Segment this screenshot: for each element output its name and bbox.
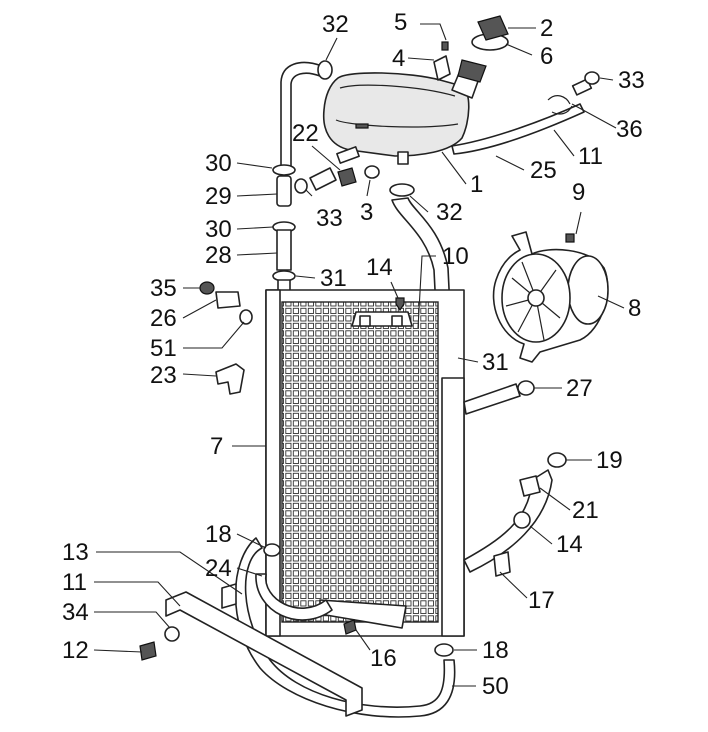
upper-hose — [280, 61, 323, 169]
callout-30-lower: 30 — [205, 216, 232, 243]
callout-32-mid: 32 — [436, 199, 463, 226]
hose-clamp-27 — [517, 380, 535, 396]
callout-33-right: 33 — [618, 67, 645, 94]
plug-35 — [199, 281, 215, 295]
callout-24: 24 — [205, 555, 232, 582]
callout-12: 12 — [62, 637, 89, 664]
hose-clamp-33-right — [584, 71, 600, 85]
overflow-hose-25 — [451, 103, 585, 155]
callout-10: 10 — [442, 243, 469, 270]
callout-13: 13 — [62, 539, 89, 566]
leader-lines — [93, 23, 625, 687]
callout-11-bottom: 11 — [62, 569, 87, 596]
radiator-side-tank-left — [265, 289, 281, 637]
clip-21 — [519, 475, 541, 497]
tank-side-hose — [309, 167, 337, 191]
callout-31-right: 31 — [482, 349, 509, 376]
callout-27: 27 — [566, 375, 593, 402]
callout-16: 16 — [370, 645, 397, 672]
callout-6: 6 — [540, 43, 553, 70]
callout-29: 29 — [205, 183, 232, 210]
tank-bottom-nipple — [397, 151, 409, 165]
grommet-3 — [364, 165, 380, 179]
callout-51: 51 — [150, 335, 177, 362]
tank-label-slot — [355, 123, 369, 129]
callout-2: 2 — [540, 15, 553, 42]
radiator-cap-2 — [477, 15, 509, 41]
tank-outlet-22 — [336, 146, 360, 164]
washer-34 — [164, 626, 180, 642]
clip-17 — [493, 551, 511, 577]
hose-clamp-32-top — [317, 60, 333, 80]
tank-ridge — [339, 84, 456, 97]
callout-26: 26 — [150, 305, 177, 332]
hose-clamp-18-right — [434, 643, 454, 657]
callout-30-upper: 30 — [205, 150, 232, 177]
callout-17: 17 — [528, 587, 555, 614]
callout-31-left: 31 — [320, 265, 347, 292]
filler-thread-6 — [457, 59, 487, 83]
hose-clip-36 — [547, 95, 573, 115]
bracket-22 — [337, 167, 357, 187]
mount-bracket-11 — [165, 591, 363, 717]
hose-clamp-14-lower — [513, 511, 531, 529]
callout-35: 35 — [150, 275, 177, 302]
callout-32-top: 32 — [322, 11, 349, 38]
callout-7: 7 — [210, 433, 223, 460]
callout-18-right: 18 — [482, 637, 509, 664]
bracket-tab-2 — [391, 315, 403, 327]
hose-joint-29 — [276, 175, 292, 207]
hose-clamp-19 — [547, 452, 567, 468]
callout-28: 28 — [205, 242, 232, 269]
hose-clamp-30-upper — [272, 164, 296, 176]
bracket-4 — [433, 55, 451, 81]
callout-4: 4 — [392, 45, 405, 72]
callout-25: 25 — [530, 157, 557, 184]
radiator-core — [281, 301, 439, 623]
hose-clamp-18-left — [263, 543, 281, 557]
bolt-14-top — [395, 297, 405, 312]
callout-5: 5 — [394, 9, 407, 36]
callout-3: 3 — [360, 199, 373, 226]
tank-seam — [335, 119, 459, 128]
callout-9: 9 — [572, 179, 585, 206]
outlet-pipe-27 — [463, 383, 521, 415]
o-ring-51 — [239, 309, 253, 325]
hose-clamp-33-mid — [294, 178, 308, 194]
hose-50 — [234, 537, 456, 718]
tee-fitting-23 — [215, 363, 245, 395]
callout-19: 19 — [596, 447, 623, 474]
callout-11-top: 11 — [578, 143, 603, 170]
callout-22: 22 — [292, 120, 319, 147]
expansion-tank-1 — [322, 72, 470, 157]
callout-50: 50 — [482, 673, 509, 700]
thermo-switch-26 — [215, 291, 241, 309]
hose-24 — [255, 573, 333, 621]
bracket-tab-13 — [221, 583, 237, 609]
callout-23: 23 — [150, 362, 177, 389]
radiator-side-tank-right — [441, 377, 465, 637]
callout-labels: 2 5 6 4 32 33 36 11 22 25 1 30 29 33 3 3… — [62, 9, 645, 700]
callout-36: 36 — [616, 116, 643, 143]
callout-34: 34 — [62, 599, 89, 626]
bracket-tab-1 — [359, 315, 371, 327]
fan-blades — [505, 261, 561, 341]
callout-33-mid: 33 — [316, 205, 343, 232]
fan-hub — [527, 289, 545, 307]
screw-5 — [441, 41, 449, 51]
fan-screw-9 — [565, 233, 575, 243]
callout-18-left: 18 — [205, 521, 232, 548]
callout-14-lower: 14 — [556, 531, 583, 558]
hose-segment-28 — [276, 229, 292, 271]
fan-motor — [567, 255, 609, 325]
bolt-12 — [139, 641, 157, 661]
callout-8: 8 — [628, 295, 641, 322]
callout-21: 21 — [572, 497, 599, 524]
callout-1: 1 — [470, 171, 483, 198]
callout-14-top: 14 — [366, 254, 393, 281]
hose-clamp-32-mid — [389, 183, 415, 197]
